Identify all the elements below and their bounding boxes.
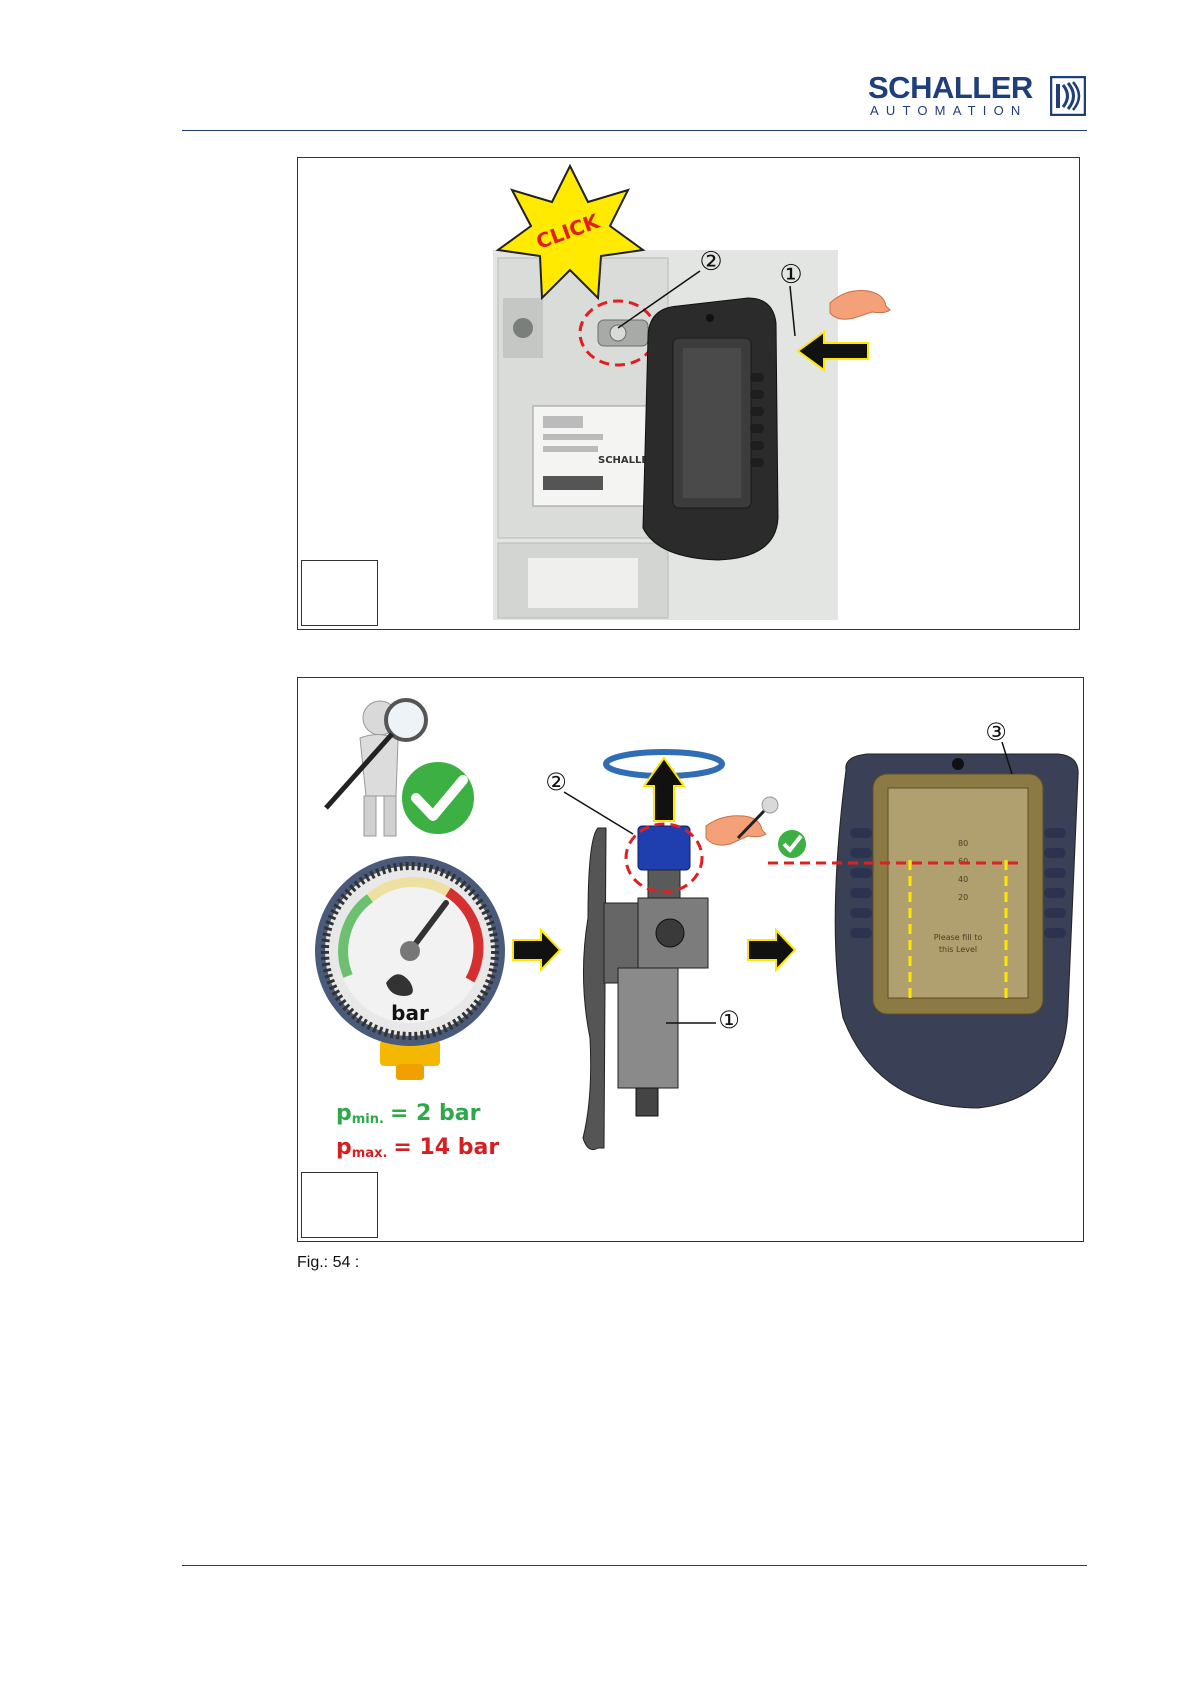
pmax-value: = 14 bar — [393, 1135, 499, 1160]
hand-icon — [830, 291, 890, 320]
tank-screw — [952, 758, 964, 770]
small-inspector-check-icon — [738, 797, 807, 859]
pmin-label: pmin. = 2 bar — [336, 1101, 481, 1127]
figure-1-frame: SCHALLER CLICK ② ① — [297, 157, 1080, 630]
label-line — [543, 446, 598, 452]
drain-valve — [636, 1088, 658, 1116]
label-line — [543, 434, 603, 440]
tank-text-2: this Level — [939, 945, 977, 954]
logo-mark-icon — [1050, 76, 1086, 116]
inspector-check-icon — [326, 700, 476, 836]
callout-2: ② — [699, 247, 722, 277]
tank-scale-80: 80 — [958, 839, 968, 848]
label-line — [543, 416, 583, 428]
oiler-screw — [706, 314, 714, 322]
schaller-logo: SCHALLER AUTOMATION — [868, 72, 1090, 122]
filter-bowl — [618, 968, 678, 1088]
figure-2-frame: bar pmin.= 2 bar pmax.= 14 bar ② ① — [297, 677, 1084, 1242]
pmin-value: = 2 bar — [390, 1101, 481, 1126]
flow-arrow-1 — [513, 930, 560, 970]
pmax-letter: p — [336, 1135, 352, 1160]
figure-1-tag-box — [301, 560, 378, 626]
oiler-window-inner — [683, 348, 741, 498]
flow-arrow-2 — [748, 930, 795, 970]
header-rule — [182, 130, 1087, 131]
lift-arrow-icon — [644, 758, 684, 821]
figure-caption: Fig.: 54 : — [297, 1254, 359, 1272]
callout-3: ③ — [985, 718, 1007, 746]
barcode — [543, 476, 603, 490]
figure-2-illustration: bar pmin.= 2 bar pmax.= 14 bar ② ① — [298, 678, 1082, 1240]
pmin-letter: p — [336, 1101, 352, 1126]
figure-1-illustration: SCHALLER CLICK ② ① — [298, 158, 1078, 628]
knob-stem — [648, 870, 680, 898]
callout-1: ① — [718, 1006, 740, 1034]
adjust-knob — [638, 826, 690, 870]
callout-2: ② — [545, 768, 567, 796]
mounting-bracket — [583, 828, 606, 1150]
lower-label — [528, 558, 638, 608]
tank-scale-40: 40 — [958, 875, 968, 884]
footer-rule — [182, 1565, 1087, 1566]
tank-scale-20: 20 — [958, 893, 968, 902]
pmax-subscript: max. — [352, 1146, 388, 1161]
logo-subtitle: AUTOMATION — [870, 104, 1027, 117]
block-port-hole — [513, 318, 533, 338]
figure-2-tag-box — [301, 1172, 378, 1238]
gauge-unit: bar — [391, 1001, 429, 1025]
pmax-label: pmax. = 14 bar — [336, 1135, 499, 1161]
pressure-gauge-icon: bar — [315, 856, 505, 1080]
tank-text-1: Please fill to — [934, 933, 983, 942]
pmin-subscript: min. — [352, 1112, 384, 1127]
logo-wordmark: SCHALLER — [868, 72, 1033, 103]
filter-port — [656, 919, 684, 947]
callout-1: ① — [779, 260, 802, 290]
